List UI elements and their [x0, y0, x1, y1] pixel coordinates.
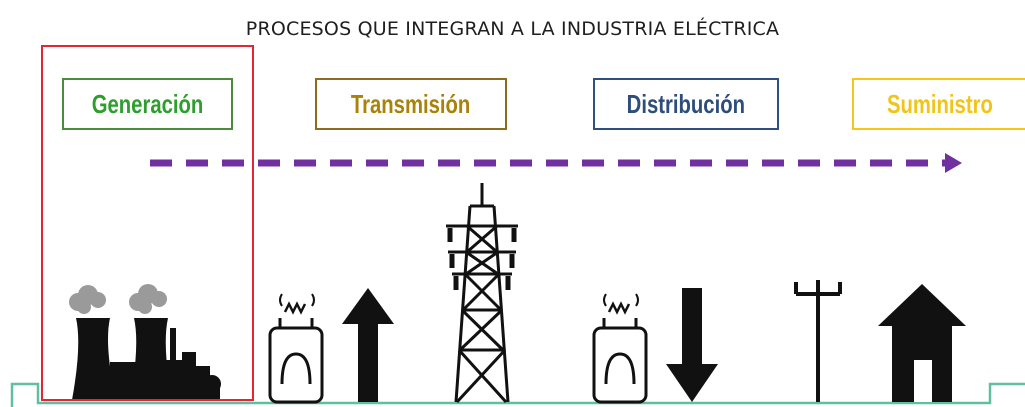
smoke-icon	[69, 284, 167, 314]
stage-transmision-label: Transmisión	[351, 88, 471, 119]
house-icon	[878, 284, 966, 402]
down-arrow-icon	[666, 288, 718, 402]
stage-distribucion: Distribución	[593, 78, 779, 130]
stage-distribucion-label: Distribución	[626, 88, 746, 119]
utility-pole-icon	[794, 280, 842, 402]
stage-suministro-label: Suministro	[886, 88, 993, 119]
generation-highlight-frame	[41, 45, 254, 401]
stage-transmision: Transmisión	[315, 78, 507, 130]
transformer-icon	[592, 293, 648, 404]
stage-generacion-label: Generación	[91, 88, 204, 119]
transmission-tower-icon	[446, 183, 518, 404]
process-flow-arrow	[150, 153, 962, 173]
diagram-title: PROCESOS QUE INTEGRAN A LA INDUSTRIA ELÉ…	[245, 18, 780, 40]
power-plant-icon	[69, 284, 221, 400]
stage-suministro: Suministro	[852, 78, 1025, 130]
up-arrow-icon	[342, 288, 394, 402]
transformer-icon	[268, 293, 324, 404]
stage-generacion: Generación	[62, 78, 233, 130]
